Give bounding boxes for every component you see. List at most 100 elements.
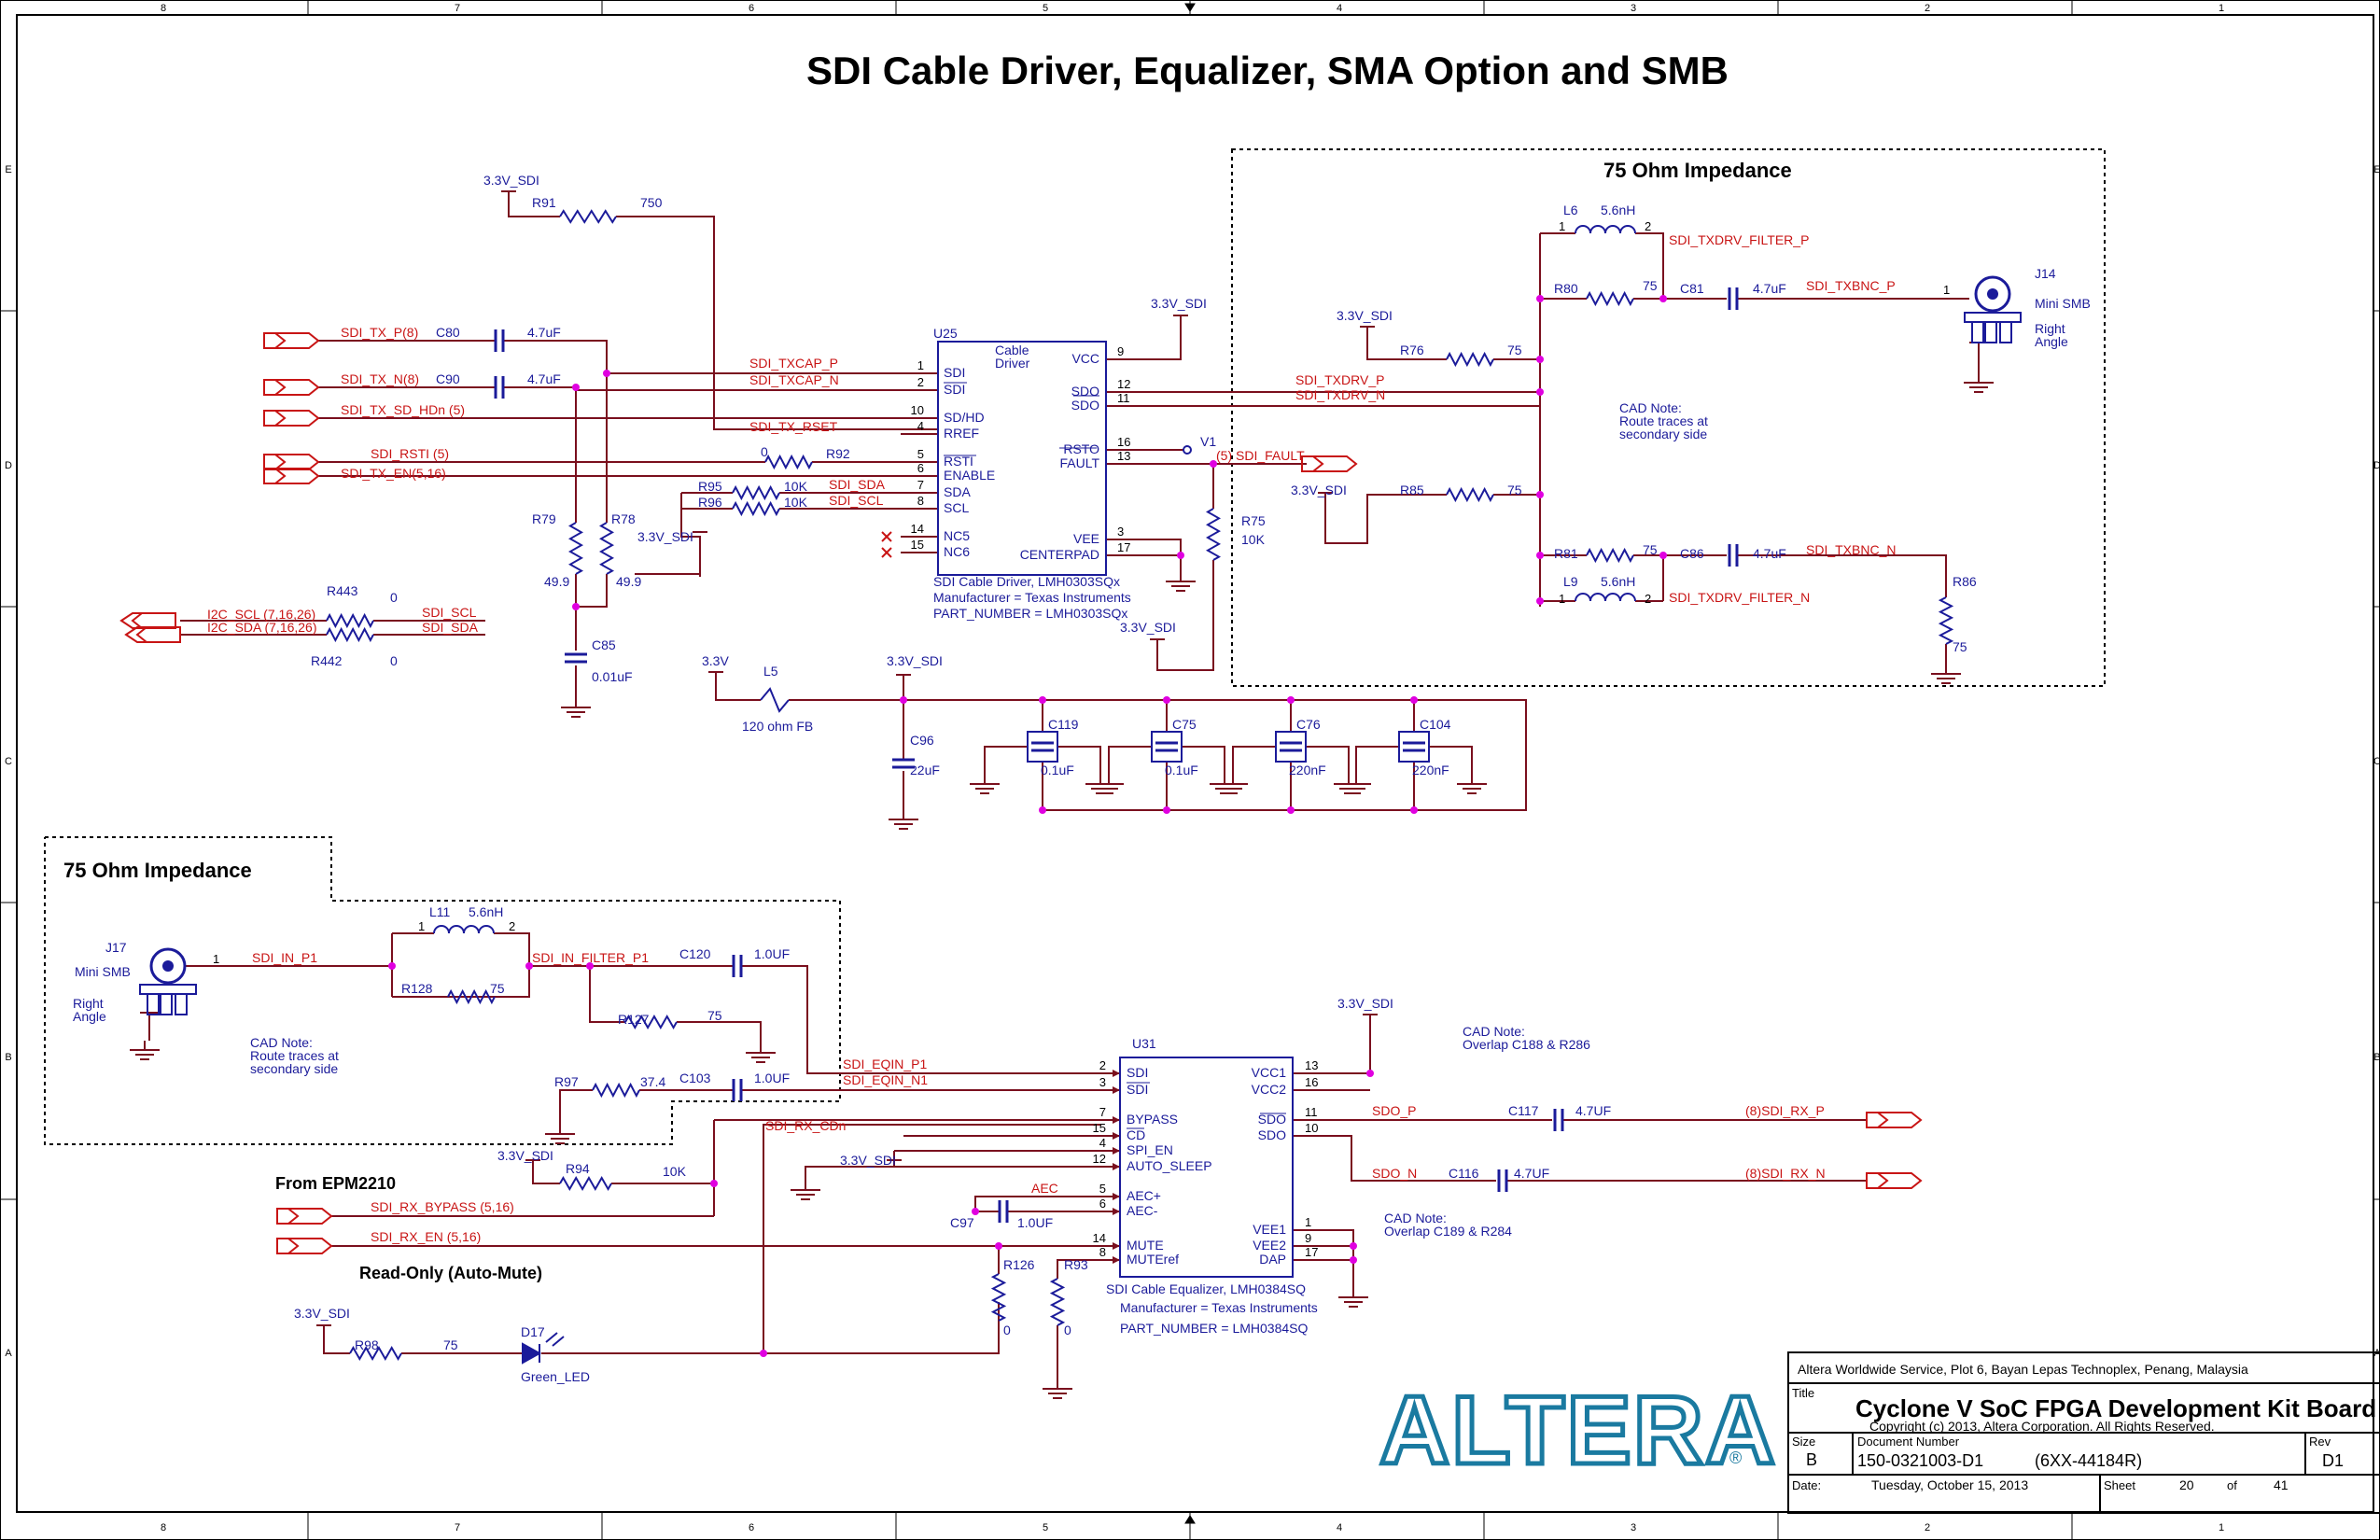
resistor <box>592 1082 640 1099</box>
label: C120 <box>679 946 711 961</box>
wire <box>741 965 1101 1074</box>
label: C90 <box>436 371 460 386</box>
resistor <box>567 522 584 575</box>
frame-row-label: E <box>5 164 11 175</box>
u31-pin-arrow <box>1113 1242 1120 1250</box>
tb-docnum: 150-0321003-D1 <box>1857 1451 1983 1470</box>
u31-pin-num: 17 <box>1305 1245 1318 1259</box>
junction-node <box>1210 460 1217 468</box>
label: CAD Note:Overlap C189 & R284 <box>1384 1211 1512 1239</box>
led-icon <box>522 1342 542 1365</box>
u31-pin-name: VEE1 <box>1253 1222 1286 1237</box>
label: L9 <box>1563 574 1578 589</box>
frame-col-label: 8 <box>161 3 166 14</box>
label: 75 <box>1953 639 1967 654</box>
tb-title: Cyclone V SoC FPGA Development Kit Board <box>1855 1394 2376 1422</box>
u31-pin-num: 5 <box>1099 1182 1106 1196</box>
wire <box>1330 1229 1354 1288</box>
pin-num: 1 <box>418 919 425 933</box>
smb-pin <box>1999 321 2012 343</box>
label: C81 <box>1680 281 1704 296</box>
pin-num: 2 <box>509 919 515 933</box>
label: R91 <box>532 195 556 210</box>
junction-node <box>1659 552 1667 559</box>
inductor <box>1575 225 1636 234</box>
label: SDI_EQIN_P1 <box>843 1057 927 1071</box>
label: Mini SMB <box>2035 296 2091 311</box>
tb-docnum-label: Document Number <box>1857 1435 1960 1449</box>
label: 3.3V <box>702 653 729 668</box>
pin-num: 2 <box>1645 592 1651 606</box>
label: 3.3V_SDI <box>1120 620 1176 635</box>
label: 220nF <box>1289 763 1326 777</box>
resistor <box>1938 596 1954 645</box>
label: J17 <box>105 940 127 955</box>
wire <box>789 699 1527 811</box>
wire <box>1156 560 1214 671</box>
u25-pin-num: 5 <box>917 447 924 461</box>
capacitor <box>1275 731 1307 763</box>
resistor <box>1446 486 1494 503</box>
tb-date: Tuesday, October 15, 2013 <box>1871 1477 2028 1492</box>
resistor <box>326 612 374 629</box>
label: Manufacturer = Texas Instruments <box>1120 1300 1318 1315</box>
label: I2C_SCL (7,16,26) <box>207 607 315 622</box>
label: L5 <box>763 664 778 679</box>
u25-pin-num: 7 <box>917 478 924 492</box>
label: J14 <box>2035 266 2056 281</box>
resistor <box>990 1273 1007 1322</box>
label: SDI_EQIN_N1 <box>843 1072 928 1087</box>
u31-pin-num: 8 <box>1099 1245 1106 1259</box>
frame-col-label: 6 <box>749 1522 754 1533</box>
label: R80 <box>1554 281 1578 296</box>
smb-pin <box>175 993 188 1015</box>
frame-row-label: D <box>5 460 12 471</box>
ferrite-bead-icon <box>760 687 790 713</box>
label: SDI_RX_EN (5,16) <box>371 1229 481 1244</box>
junction-node <box>572 603 580 610</box>
label: SDI_TXBNC_N <box>1806 542 1896 557</box>
label: 0 <box>1064 1323 1071 1337</box>
u25-chip[interactable] <box>937 341 1107 576</box>
label: 75 <box>1507 483 1522 497</box>
frame-col-label: 7 <box>455 1522 460 1533</box>
label: 75 <box>1643 542 1658 557</box>
frame-row-label: C <box>5 756 12 767</box>
u25-pin-name: NC5 <box>944 528 970 543</box>
wire <box>532 1160 560 1184</box>
label: 4.7uF <box>1753 281 1786 296</box>
no-connect-icon <box>881 547 892 558</box>
label: L11 <box>429 904 451 919</box>
u25-pin-num: 10 <box>911 403 924 417</box>
wire <box>1305 746 1350 775</box>
wire <box>503 340 938 374</box>
resistor <box>598 522 615 575</box>
tb-sheet-label: Sheet <box>2104 1478 2135 1492</box>
no-connect-icon <box>881 531 892 542</box>
label: SDI_TX_N(8) <box>341 371 419 386</box>
resistor <box>1586 547 1634 564</box>
junction-node <box>710 1180 718 1187</box>
label: 3.3V_SDI <box>840 1153 896 1168</box>
u31-chip[interactable] <box>1119 1057 1294 1278</box>
label: SDI_SCL <box>422 605 477 620</box>
port-icon <box>1301 455 1358 472</box>
wire <box>974 1196 1101 1211</box>
inductor <box>1575 593 1636 602</box>
label: SDI Cable Driver, LMH0303SQx <box>933 574 1120 589</box>
frame-col-label: 8 <box>161 1522 166 1533</box>
smb-pin <box>160 993 173 1015</box>
junction-node <box>1287 806 1295 814</box>
u31-pin-num: 14 <box>1093 1231 1106 1245</box>
wire <box>616 216 938 430</box>
port-icon <box>263 332 320 349</box>
label: C104 <box>1420 717 1451 732</box>
label: 5.6nH <box>469 904 503 919</box>
frame-row-label: E <box>2373 164 2380 175</box>
u25-pin-num: 4 <box>917 419 924 433</box>
resistor <box>326 626 374 643</box>
junction-node <box>1536 388 1544 396</box>
label: 4.7uF <box>1753 546 1786 561</box>
u25-pin-num: 3 <box>1117 525 1124 539</box>
